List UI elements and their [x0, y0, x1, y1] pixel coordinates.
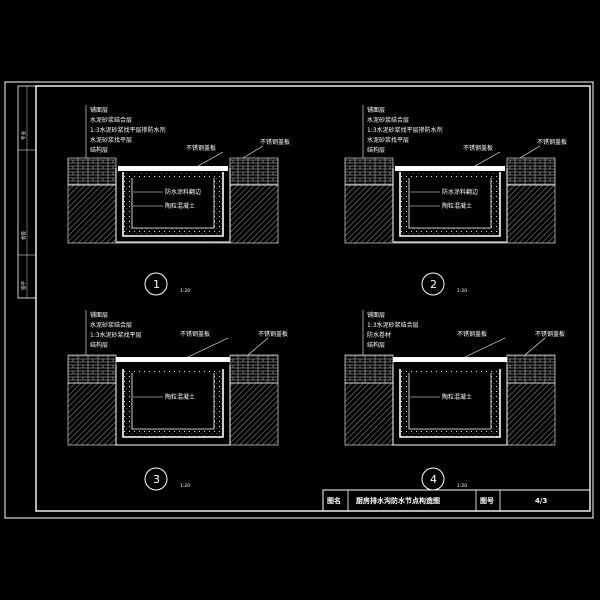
top-label: 不锈钢盖板: [463, 144, 493, 152]
leader-top: [464, 337, 506, 358]
side-strip-label-2: 会签: [20, 231, 27, 240]
left-label-4: 结构层: [90, 341, 108, 349]
right-wall: [506, 157, 556, 186]
inner-label-2: 陶粒混凝土: [165, 202, 195, 210]
inner-label-1: 防水涂料翻边: [165, 188, 201, 196]
left-label-2: 1:3水泥砂浆结合层: [367, 321, 419, 329]
grate-cover: [393, 357, 507, 362]
side-strip-label-3: 签字: [20, 281, 27, 290]
detail-number-circle: [421, 272, 445, 296]
left-label-4: 水泥砂浆找平层: [367, 136, 409, 144]
left-label-2: 水泥砂浆结合层: [90, 116, 132, 124]
title-block-number-label: 图号: [480, 496, 494, 505]
leader-top: [197, 151, 224, 167]
inner-label-1: 防水涂料翻边: [442, 188, 478, 196]
leader-right: [524, 337, 546, 356]
top-label: 不锈钢盖板: [186, 144, 216, 152]
right-label: 不锈钢盖板: [258, 330, 288, 338]
leader-top: [187, 337, 229, 358]
title-block: 图名 厨房排水沟防水节点构造图 图号 4/3: [322, 489, 591, 512]
detail-number-circle: [144, 467, 168, 491]
trench-inner-channel: [131, 373, 215, 430]
title-block-name-label: 图名: [327, 496, 341, 505]
left-label-2: 水泥砂浆结合层: [367, 116, 409, 124]
left-label-5: 结构层: [90, 146, 108, 154]
right-wall: [229, 354, 279, 384]
leader-right: [242, 145, 264, 159]
left-label-1: 铺面层: [367, 311, 385, 319]
trench-inner-channel: [408, 373, 492, 430]
right-label: 不锈钢盖板: [537, 138, 567, 146]
detail-number: 3: [153, 473, 160, 486]
left-label-4: 水泥砂浆找平层: [90, 136, 132, 144]
left-label-1: 铺面层: [90, 106, 108, 114]
detail-4: 铺面层 1:3水泥砂浆结合层 防水卷材 结构层 不锈钢盖板 不锈钢盖板 陶粒混凝…: [344, 310, 565, 491]
detail-number: 4: [430, 473, 437, 486]
left-label-3: 防水卷材: [367, 331, 391, 339]
left-label-3: 1:3水泥砂浆找平层: [90, 331, 142, 339]
left-wall: [67, 354, 117, 384]
leader-top: [474, 151, 501, 167]
left-wall: [67, 157, 117, 186]
grate-cover: [118, 166, 228, 171]
detail-scale: 1:20: [457, 483, 467, 489]
grate-cover: [116, 357, 230, 362]
detail-number: 1: [153, 278, 160, 291]
left-label-5: 结构层: [367, 146, 385, 154]
detail-2: 铺面层 水泥砂浆结合层 1:3水泥砂浆找平层掺防水剂 水泥砂浆找平层 结构层 不…: [344, 105, 567, 296]
sheet-inner-frame: [35, 85, 591, 512]
left-wall: [344, 354, 394, 384]
right-label: 不锈钢盖板: [260, 138, 290, 146]
right-wall: [506, 354, 556, 384]
detail-1: 铺面层 水泥砂浆结合层 1:3水泥砂浆找平层掺防水剂 水泥砂浆找平层 结构层 不…: [67, 105, 290, 296]
left-label-2: 水泥砂浆结合层: [90, 321, 132, 329]
right-label: 不锈钢盖板: [535, 330, 565, 338]
leader-right: [247, 337, 269, 356]
side-strip-label-1: 专业: [20, 131, 27, 140]
trench-inner-channel: [408, 178, 492, 229]
trench-inner-channel: [131, 178, 215, 229]
inner-label-2: 陶粒混凝土: [442, 202, 472, 210]
right-wall: [229, 157, 279, 186]
grate-cover: [395, 166, 505, 171]
left-label-1: 铺面层: [367, 106, 385, 114]
inner-label-1: 陶粒混凝土: [165, 393, 195, 401]
top-label: 不锈钢盖板: [180, 330, 210, 338]
side-strip: 专业 会签 签字: [17, 85, 37, 299]
detail-number-circle: [144, 272, 168, 296]
inner-label-1: 陶粒混凝土: [442, 393, 472, 401]
detail-3: 铺面层 水泥砂浆结合层 1:3水泥砂浆找平层 结构层 不锈钢盖板 不锈钢盖板 陶…: [67, 310, 288, 491]
title-block-name-value: 厨房排水沟防水节点构造图: [356, 496, 440, 505]
left-label-3: 1:3水泥砂浆找平层掺防水剂: [367, 126, 443, 134]
left-label-3: 1:3水泥砂浆找平层掺防水剂: [90, 126, 166, 134]
top-label: 不锈钢盖板: [457, 330, 487, 338]
left-label-1: 铺面层: [90, 311, 108, 319]
detail-scale: 1:20: [180, 483, 190, 489]
leader-right: [519, 145, 541, 159]
sheet-outer-frame: [4, 81, 594, 519]
left-label-4: 结构层: [367, 341, 385, 349]
detail-scale: 1:20: [180, 288, 190, 294]
detail-number: 2: [430, 278, 437, 291]
detail-scale: 1:20: [457, 288, 467, 294]
title-block-number-value: 4/3: [535, 497, 547, 505]
left-wall: [344, 157, 394, 186]
